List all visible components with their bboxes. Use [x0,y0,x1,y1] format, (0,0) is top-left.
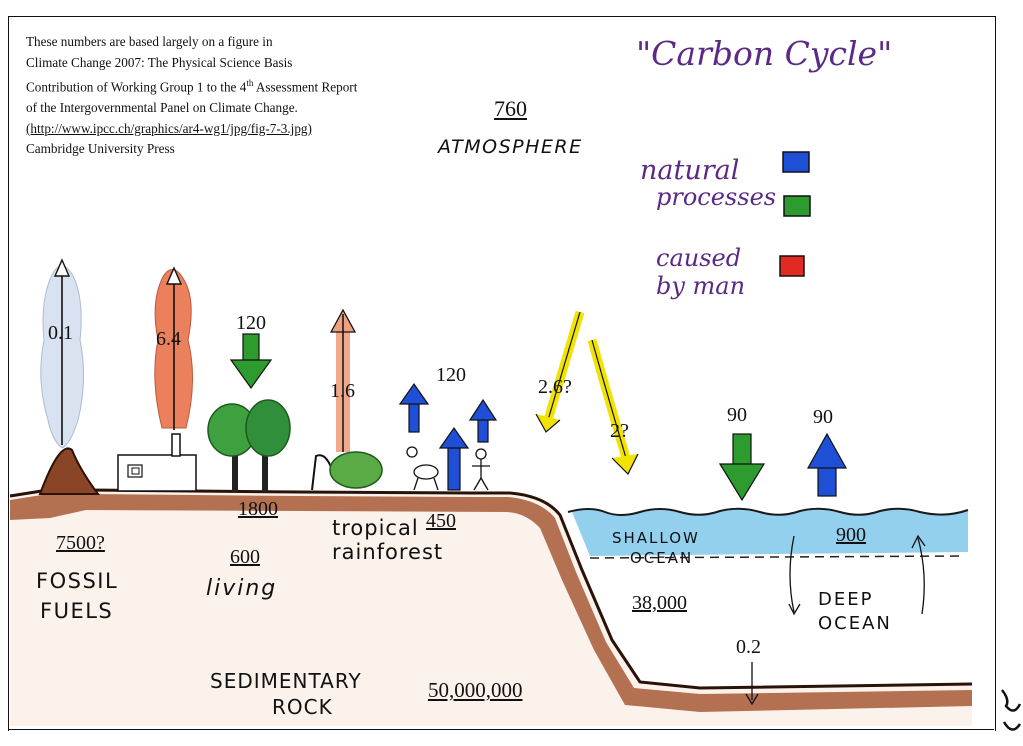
caption-line-part: Contribution of Working Group 1 to the 4 [26,79,247,95]
soil-band [10,457,972,712]
caption-line: Cambridge University Press [26,141,175,157]
fossil-label-line2: FUELS [40,599,114,623]
respiration-flux: 120 [436,364,466,386]
sedimentary-rock-label: SEDIMENTARY ROCK [210,668,362,720]
diagram-border-bottom [8,729,994,730]
legend-man-line1: caused [656,244,742,272]
rainforest-line1: tropical [332,516,419,540]
deep-ocean-value: 38,000 [632,592,687,614]
ocean-out-arrow [806,432,848,497]
sediment-line2: ROCK [272,695,333,719]
shallow-ocean-label: SHALLOW OCEAN [612,528,700,568]
diagram-title: "Carbon Cycle" [636,34,893,73]
deep-ocean-circulation [788,534,926,616]
deep-ocean-label: DEEP OCEAN [818,588,892,636]
ocean-uptake-arrows [535,310,639,476]
sedimentary-rock-value: 50,000,000 [428,678,523,702]
rainforest-label: tropical rainforest [332,516,443,564]
land-total-value: 1800 [238,498,278,520]
atmosphere-value: 760 [494,96,527,121]
ocean-uptake-flux-a: 2.6? [538,376,572,398]
shallow-line2: OCEAN [630,549,694,567]
legend-red-swatch [779,255,805,277]
deforestation-flux: 1.6 [330,380,355,402]
ocean-in-flux: 90 [727,404,747,426]
caption-line: of the Intergovernmental Panel on Climat… [26,100,298,116]
legend-natural-line1: natural [640,155,740,186]
respiration-arrows [398,382,498,491]
diagram-border [8,16,996,731]
living-value: 600 [230,546,260,568]
fossil-fuel-label: FOSSIL FUELS [36,566,118,626]
shallow-line1: SHALLOW [612,529,700,547]
volcano-flux: 0.1 [48,322,73,344]
photosynthesis-flux: 120 [236,312,266,334]
living-label: living [206,576,278,601]
deep-line2: OCEAN [818,613,892,634]
shallow-ocean [572,508,968,556]
ocean-out-flux: 90 [813,406,833,428]
fossil-label-line1: FOSSIL [36,569,119,593]
ocean-in-arrow [718,433,766,502]
legend-natural-label: natural processes [640,155,777,211]
fossil-fuel-value: 7500? [56,532,105,554]
land-soil [10,452,972,726]
sediment-line1: SEDIMENTARY [210,669,362,693]
deep-line1: DEEP [818,589,874,610]
ocean-uptake-flux-b: 2? [610,420,629,442]
legend-man-line2: by man [656,272,746,300]
thermocline [589,555,963,559]
caption-superscript: th [246,78,254,89]
caption-line: Climate Change 2007: The Physical Scienc… [26,54,293,70]
photosynthesis-arrow [229,333,273,390]
atmosphere-label: ATMOSPHERE [438,136,583,158]
stick-figures [406,446,490,491]
caption-line-part: Assessment Report [253,79,358,95]
legend-natural-line2: processes [656,183,777,211]
source-caption: These numbers are based largely on a fig… [26,32,357,160]
burial-flux: 0.2 [736,636,761,658]
caption-line: These numbers are based largely on a fig… [26,34,273,49]
legend-man-label: caused by man [656,244,745,300]
forest-trees [207,399,383,492]
factory-flux: 6.4 [156,328,181,350]
deforestation-arrow [329,308,357,452]
source-url[interactable]: (http://www.ipcc.ch/graphics/ar4-wg1/jpg… [26,120,312,136]
ocean-surface [567,507,969,516]
legend-green-swatch [783,195,811,217]
edge-scribble [1001,689,1022,731]
rainforest-value: 450 [426,510,456,532]
rainforest-line2: rainforest [332,540,444,564]
volcano [38,447,100,495]
caption-line: Contribution of Working Group 1 to the 4… [26,73,357,98]
legend-blue-swatch [782,151,810,173]
factory [117,433,197,492]
burial-arrow [745,662,759,706]
shallow-ocean-value: 900 [836,524,866,546]
